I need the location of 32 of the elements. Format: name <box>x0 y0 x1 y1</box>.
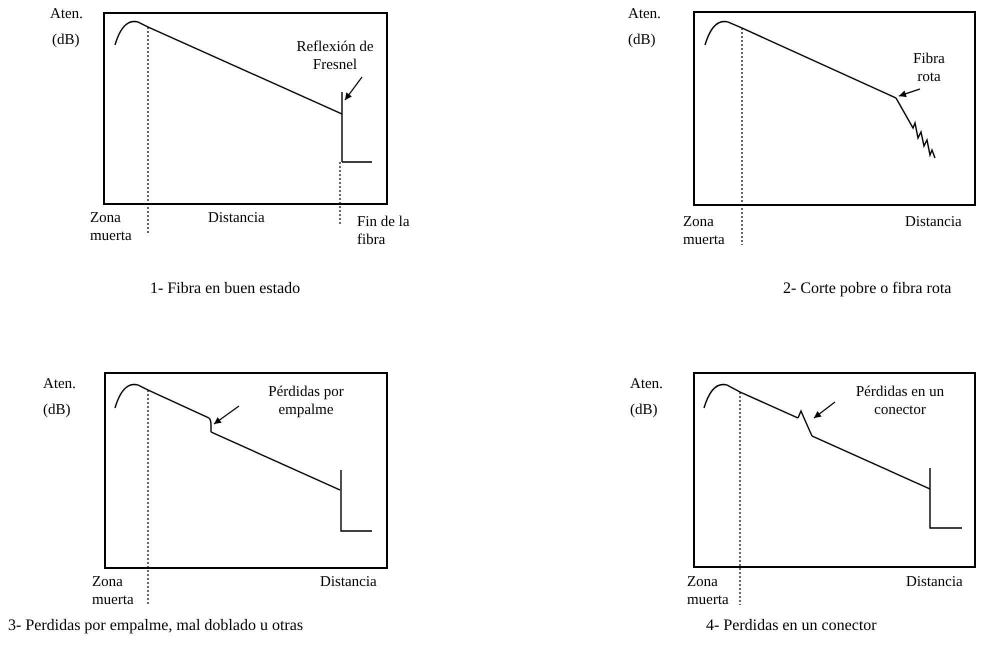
axis-unit: (dB) <box>628 31 656 49</box>
axis-label: Aten. <box>630 375 663 393</box>
axis-label: Distancia <box>208 209 265 227</box>
zone-label: Zona muerta <box>683 213 726 249</box>
zone-label: Zona muerta <box>687 573 730 609</box>
callout-text: Reflexión de Fresnel <box>287 38 383 74</box>
splice-step <box>208 418 212 432</box>
end-label: Fin de la fibra <box>357 213 410 249</box>
callout-text: Pérdidas por empalme <box>242 383 370 419</box>
zone-label: Zona muerta <box>90 209 133 245</box>
axis-unit: (dB) <box>43 401 70 419</box>
axis-label: Distancia <box>906 573 963 591</box>
axis-unit: (dB) <box>630 401 658 419</box>
axis-label: Aten. <box>628 5 661 23</box>
figure-caption: 4- Perdidas en un conector <box>706 617 877 635</box>
axis-label: Distancia <box>905 213 962 231</box>
broken-trace-segment <box>895 98 936 158</box>
figure-caption: 1- Fibra en buen estado <box>150 280 300 298</box>
leader-arrow <box>814 402 836 418</box>
figure-caption: 2- Corte pobre o fibra rota <box>783 280 952 298</box>
axis-unit: (dB) <box>52 31 80 49</box>
callout-text: Pérdidas en un conector <box>838 383 962 419</box>
leader-arrow <box>898 88 920 98</box>
leader-arrow <box>344 76 362 100</box>
axis-label: Aten. <box>43 375 76 393</box>
figure-caption: 3- Perdidas por empalme, mal doblado u otras <box>8 617 304 635</box>
axis-label: Distancia <box>320 573 377 591</box>
axis-label: Aten. <box>50 5 83 23</box>
callout-text: Fibra rota <box>901 50 957 86</box>
leader-arrow <box>214 406 240 424</box>
connector-spike <box>797 409 813 436</box>
zone-label: Zona muerta <box>92 573 135 609</box>
